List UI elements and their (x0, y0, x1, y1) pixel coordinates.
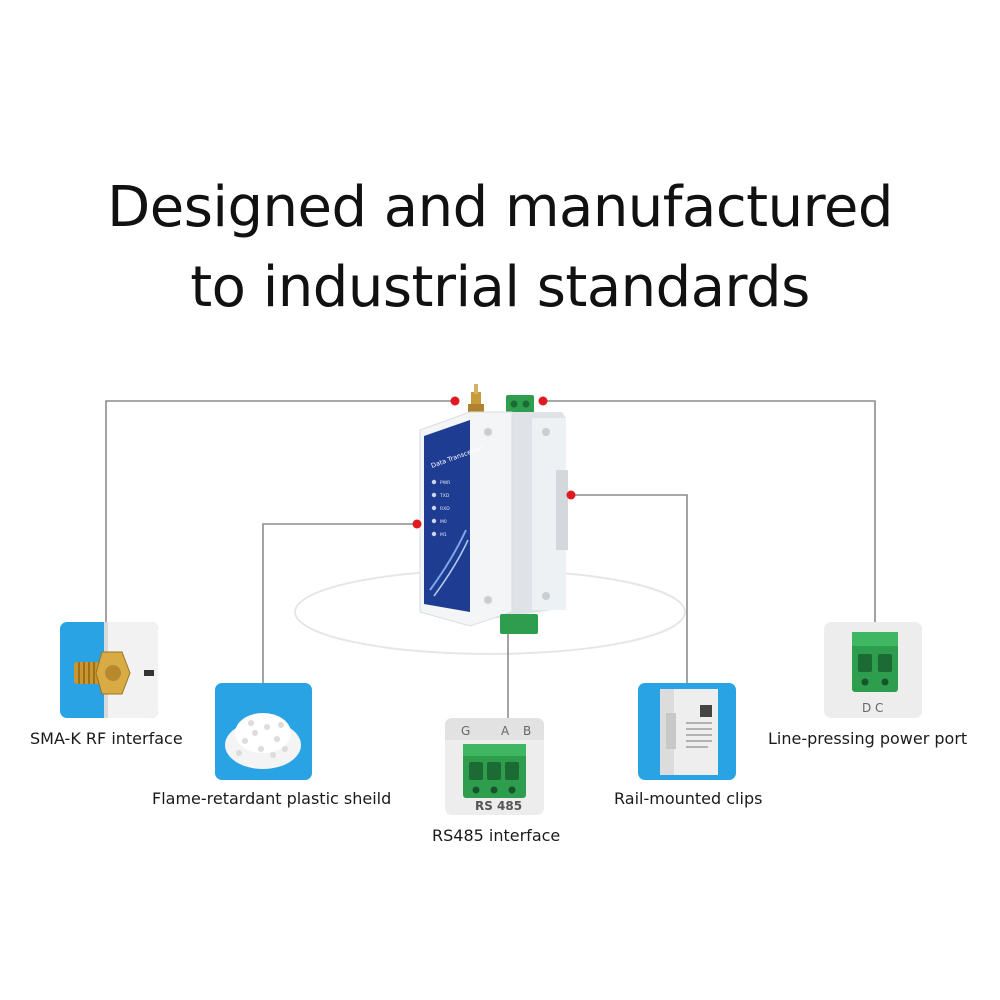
title-line-2: to industrial standards (190, 255, 810, 320)
caption-power: Line-pressing power port (768, 729, 968, 748)
leader-line-rail (571, 494, 688, 683)
power-marking: D C (862, 701, 883, 715)
marker-power (538, 396, 548, 406)
sma-thumbnail (60, 622, 158, 718)
terminal-block-icon: G A B RS 485 (445, 718, 544, 815)
marker-rail (566, 490, 576, 500)
caption-sma: SMA-K RF interface (30, 729, 183, 748)
led-label-m0: M0 (440, 519, 447, 525)
rs485-pin-b: B (523, 724, 531, 738)
title-line-1: Designed and manufactured (107, 175, 893, 240)
device-illustration (419, 384, 568, 634)
leader-line-power (543, 400, 876, 622)
caption-plastic: Flame-retardant plastic sheild (152, 789, 392, 808)
device-led-labels: PWR TXD RXD M0 M1 (439, 480, 450, 538)
leader-line-sma (105, 400, 455, 622)
rs485-thumbnail: G A B RS 485 (445, 718, 544, 815)
page-title: Designed and manufactured to industrial … (0, 168, 1000, 328)
rs485-pin-g: G (461, 724, 470, 738)
marker-sma (450, 396, 460, 406)
din-rail-clip-icon (638, 683, 736, 780)
callout-markers (412, 396, 576, 529)
rs485-marking: RS 485 (475, 799, 522, 813)
rs485-pin-a: A (501, 724, 510, 738)
plastic-thumbnail (215, 683, 312, 780)
led-label-rxd: RXD (440, 506, 450, 512)
caption-rs485: RS485 interface (432, 826, 561, 845)
leader-lines (105, 400, 876, 718)
marker-plastic (412, 519, 422, 529)
leader-line-plastic (262, 523, 417, 683)
led-label-m1: M1 (440, 532, 447, 538)
caption-rail: Rail-mounted clips (614, 789, 763, 808)
plastic-pellets-icon (215, 683, 312, 780)
power-thumbnail: D C (824, 622, 922, 718)
led-label-txd: TXD (439, 493, 450, 499)
power-terminal-icon: D C (824, 622, 922, 718)
led-label-pwr: PWR (440, 480, 450, 486)
sma-connector-icon (60, 622, 158, 718)
rail-thumbnail (638, 683, 736, 780)
